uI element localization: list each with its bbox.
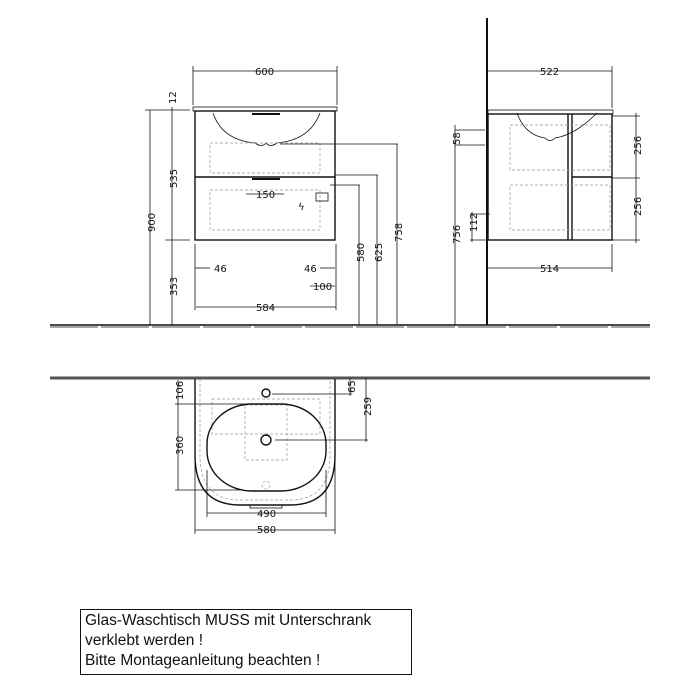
dim-514: 514	[540, 264, 559, 275]
dim-900: 900	[147, 213, 158, 232]
note-line-2: verklebt werden !	[85, 632, 204, 649]
dim-600: 600	[255, 67, 274, 78]
dim-46-left: 46	[214, 264, 227, 275]
cabinet-body	[194, 110, 336, 241]
dim-106: 106	[175, 381, 186, 400]
dim-360: 360	[175, 436, 186, 455]
dim-535: 535	[169, 169, 180, 188]
tap-hole-icon	[261, 388, 271, 398]
dim-522: 522	[540, 67, 559, 78]
dim-580-top: 580	[257, 525, 276, 536]
electric-icon: ϟ	[298, 202, 305, 213]
note-line-1: Glas-Waschtisch MUSS mit Unterschrank	[85, 612, 372, 629]
socket-icon	[315, 192, 329, 202]
side-view: 522 58 756 112 514 256 256	[452, 18, 644, 325]
dim-259: 259	[363, 397, 374, 416]
installation-note: Glas-Waschtisch MUSS mit Unterschrank ve…	[80, 609, 412, 675]
basin-outline	[212, 112, 321, 146]
dim-490: 490	[257, 509, 276, 520]
dim-584: 584	[256, 303, 275, 314]
dim-256-lower: 256	[633, 197, 644, 216]
dim-758: 758	[394, 223, 405, 242]
dim-580: 580	[356, 243, 367, 262]
dim-353: 353	[169, 277, 180, 296]
front-view: ϟ 600 12 900 535 353 46 46 100 584 150 5…	[145, 66, 405, 325]
floor-line	[50, 324, 650, 328]
dim-58: 58	[452, 132, 463, 145]
overflow-icon	[261, 480, 271, 490]
top-view: 106 360 65 259 490 580	[175, 378, 374, 536]
basin-outer	[194, 379, 336, 506]
note-line-3: Bitte Montageanleitung beachten !	[85, 652, 321, 669]
handle-bottom	[252, 178, 280, 180]
dim-112: 112	[469, 213, 480, 232]
dim-625: 625	[374, 243, 385, 262]
dim-256-upper: 256	[633, 136, 644, 155]
dim-65: 65	[347, 380, 358, 393]
dim-756: 756	[452, 225, 463, 244]
drain-icon	[260, 434, 272, 446]
dim-100: 100	[313, 282, 332, 293]
handle-top	[252, 113, 280, 115]
dim-46-right: 46	[304, 264, 317, 275]
dim-12: 12	[168, 91, 179, 104]
dim-150: 150	[256, 190, 275, 201]
basin-bowl	[206, 403, 327, 492]
